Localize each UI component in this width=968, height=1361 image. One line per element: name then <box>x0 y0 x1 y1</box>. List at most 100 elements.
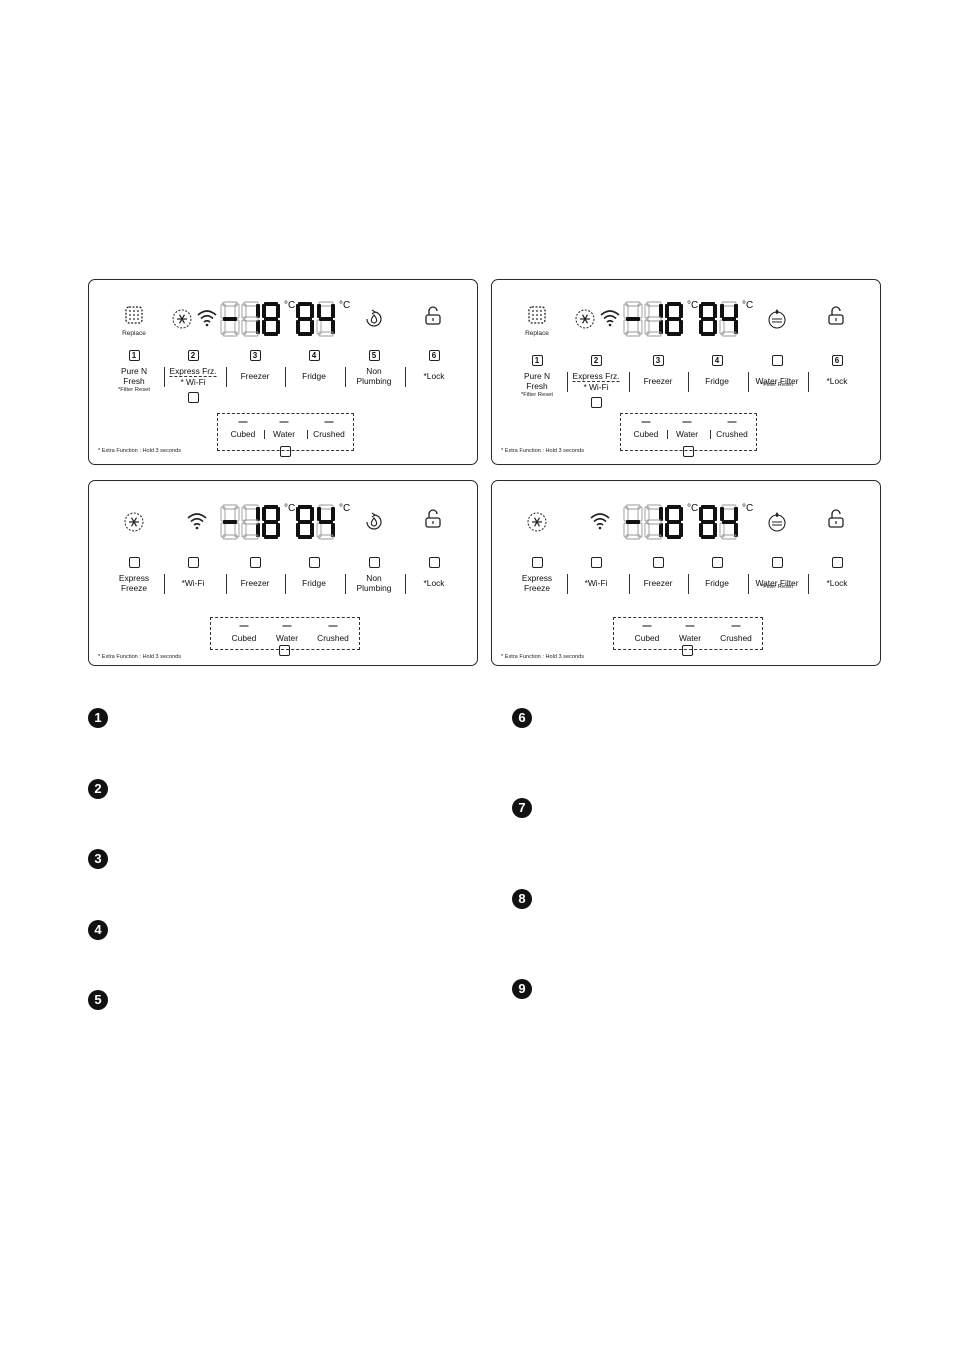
button-3[interactable]: 3 <box>249 350 261 361</box>
button-2[interactable]: 2 <box>590 355 602 366</box>
button-1[interactable] <box>128 557 140 568</box>
button-label-1: Express Freeze <box>521 573 553 593</box>
callout-6: 6 <box>512 708 532 728</box>
segment-g <box>298 317 312 321</box>
dispenser-divider <box>263 430 265 439</box>
fridge-temp-display <box>296 301 335 337</box>
wifi-icon <box>590 513 610 530</box>
fridge-unit: °C <box>742 300 754 311</box>
button-label-3: Freezer <box>240 371 270 381</box>
freezer-temp-display <box>220 301 280 337</box>
button-2[interactable] <box>187 557 199 568</box>
segment-f <box>720 507 724 521</box>
button-5[interactable] <box>368 557 380 568</box>
dispenser-mode-box <box>210 617 360 650</box>
segment-c <box>310 320 314 334</box>
dispenser-crushed: Crushed <box>317 633 349 643</box>
segment-b <box>331 507 335 521</box>
dispenser-water: Water <box>678 633 702 643</box>
button-divider <box>345 367 346 387</box>
express-freeze-icon <box>527 512 547 532</box>
segment-f <box>262 507 266 521</box>
button-2[interactable] <box>590 557 602 568</box>
button-4[interactable] <box>711 557 723 568</box>
express-freeze-icon <box>124 512 144 532</box>
fridge-unit: °C <box>339 503 351 514</box>
wifi-button[interactable] <box>187 392 199 403</box>
segment-c <box>659 320 663 334</box>
dispenser-cubed: Cubed <box>230 429 256 439</box>
segment-g <box>264 520 278 524</box>
segment-b <box>659 507 663 521</box>
segment-e <box>262 320 266 334</box>
segment-d <box>667 332 681 336</box>
button-divider <box>748 372 749 392</box>
button-divider <box>405 367 406 387</box>
express-freeze-icon <box>575 309 595 329</box>
segment-a <box>667 505 681 509</box>
button-5[interactable] <box>771 557 783 568</box>
button-3[interactable] <box>249 557 261 568</box>
button-3[interactable]: 3 <box>652 355 664 366</box>
dispenser-crushed: Crushed <box>313 429 345 439</box>
segment-c <box>659 523 663 537</box>
segment-b <box>713 304 717 318</box>
button-divider <box>285 367 286 387</box>
segment-a <box>721 301 737 307</box>
button-3[interactable] <box>652 557 664 568</box>
button-5[interactable] <box>771 355 783 366</box>
button-label-6: *Lock <box>826 578 848 588</box>
segment-b <box>679 507 683 521</box>
button-1[interactable]: 1 <box>128 350 140 361</box>
button-4[interactable] <box>308 557 320 568</box>
segment-f <box>665 304 669 318</box>
callout-4: 4 <box>88 920 108 940</box>
button-4[interactable]: 4 <box>711 355 723 366</box>
button-2[interactable]: 2 <box>187 350 199 361</box>
dispenser-button[interactable] <box>279 446 291 457</box>
segment-e <box>665 320 669 334</box>
freezer-temp-display <box>623 301 683 337</box>
button-label-3: Freezer <box>240 578 270 588</box>
button-5[interactable]: 5 <box>368 350 380 361</box>
segment-a <box>298 505 312 509</box>
button-4[interactable]: 4 <box>308 350 320 361</box>
segment-a <box>701 505 715 509</box>
button-6[interactable]: 6 <box>831 355 843 366</box>
button-label-2: *Wi-Fi <box>181 578 205 588</box>
button-1[interactable] <box>531 557 543 568</box>
button-1[interactable]: 1 <box>531 355 543 366</box>
button-6[interactable] <box>831 557 843 568</box>
segment-d <box>298 535 312 539</box>
extra-function-note: * Extra Function : Hold 3 seconds <box>501 448 585 454</box>
button-divider <box>567 574 568 594</box>
segment-g <box>722 317 736 321</box>
segment-b <box>734 304 738 318</box>
wifi-button[interactable] <box>590 397 602 408</box>
segment-f <box>296 507 300 521</box>
button-6[interactable]: 6 <box>428 350 440 361</box>
segment-a <box>298 302 312 306</box>
dispenser-indicator <box>731 625 741 627</box>
callout-8: 8 <box>512 889 532 909</box>
button-label-2: Express Frz. <box>572 371 620 382</box>
segment-e <box>699 523 703 537</box>
segment-g <box>319 317 333 321</box>
segment-b <box>713 507 717 521</box>
dispenser-button[interactable] <box>682 645 693 656</box>
segment-c <box>679 320 683 334</box>
dispenser-button[interactable] <box>279 645 290 656</box>
button-6[interactable] <box>428 557 440 568</box>
segment-d <box>298 332 312 336</box>
segment-c <box>679 523 683 537</box>
segment-a <box>318 504 334 510</box>
dispenser-button[interactable] <box>682 446 694 457</box>
segment-c <box>331 320 335 334</box>
segment-c <box>331 523 335 537</box>
button-label-5: Water Filter <box>755 578 799 588</box>
button-divider <box>688 574 689 594</box>
dispenser-indicator <box>328 625 338 627</box>
replace-label: Replace <box>122 330 146 337</box>
